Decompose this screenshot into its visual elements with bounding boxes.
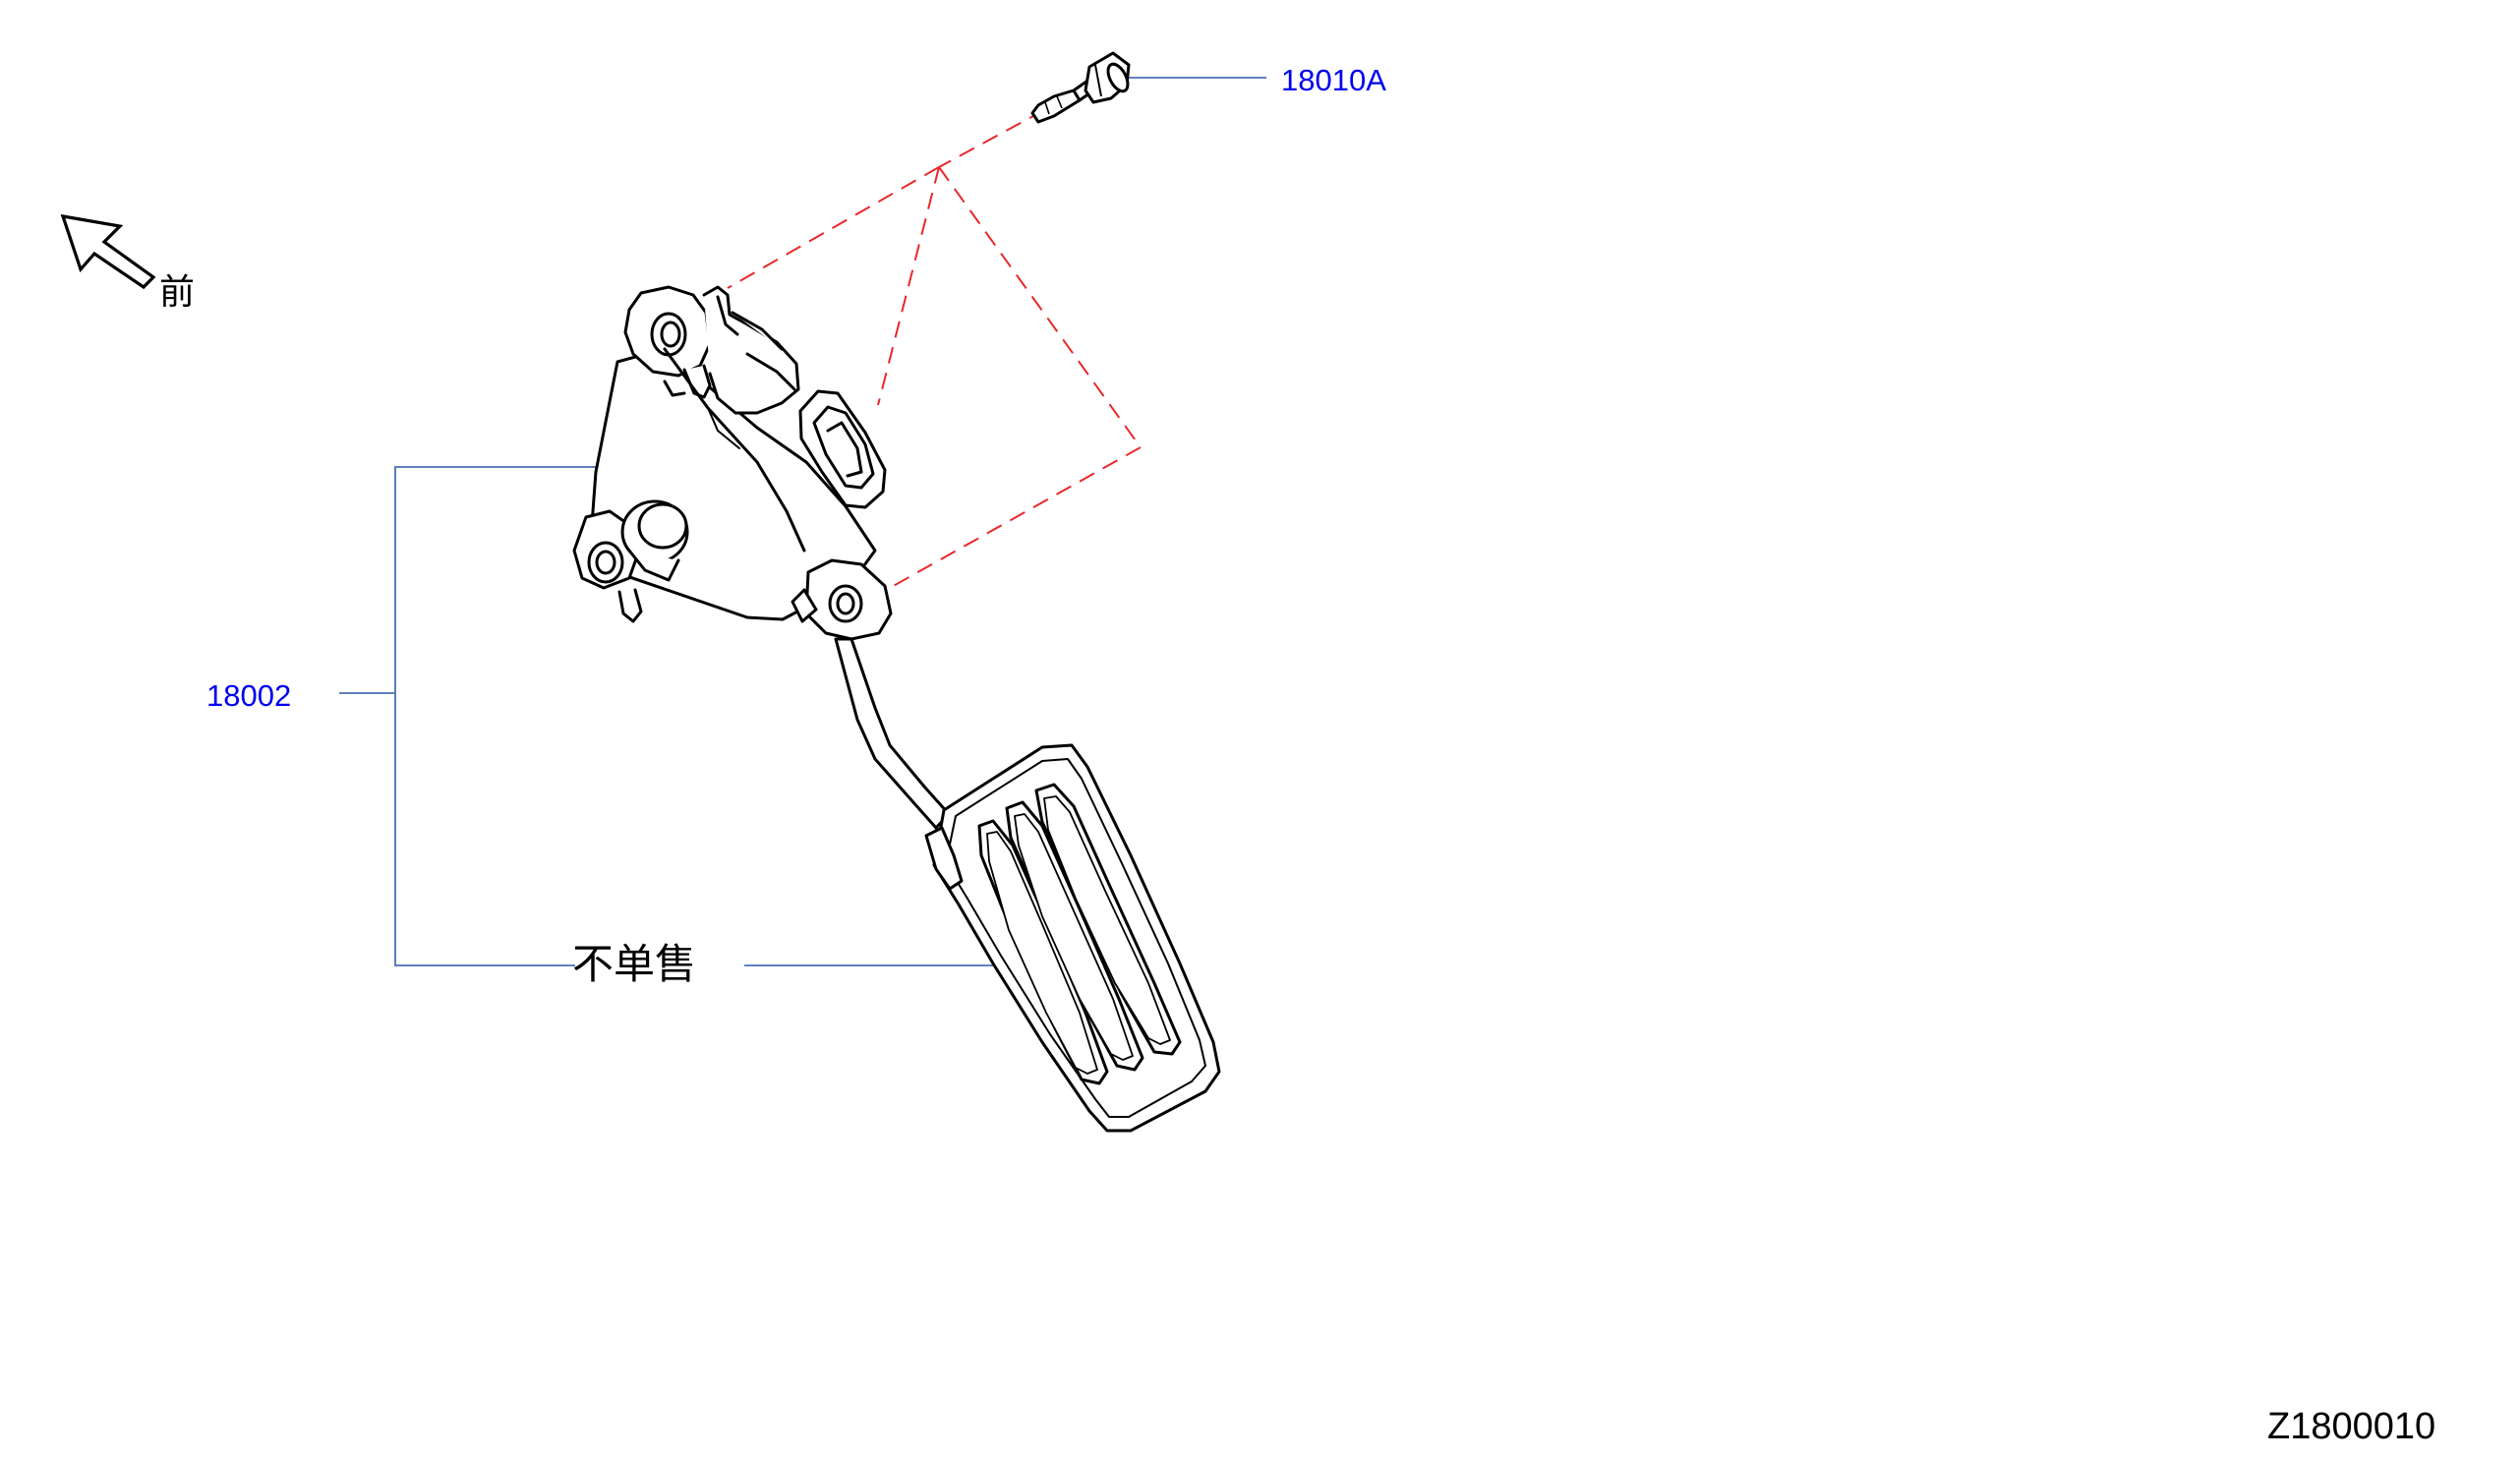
leader-bracket-assembly [394,466,597,966]
bolt-18010A [1030,51,1131,124]
drawing-id: Z1800010 [2267,1406,2436,1447]
front-direction-label: 前 [159,272,196,313]
not-sold-separately-label: 不单售 [572,940,697,988]
front-arrow-icon [60,213,156,290]
pedal-arm [834,637,951,830]
callout-bolt-18010A[interactable]: 18010A [1281,63,1386,97]
leader-lines [339,77,1266,966]
pedal-sensor-housing [572,285,893,641]
pedal-pad [924,743,1221,1133]
assembly-hidden-lines [727,109,1142,589]
callout-pedal-assembly-18002[interactable]: 18002 [206,678,292,713]
